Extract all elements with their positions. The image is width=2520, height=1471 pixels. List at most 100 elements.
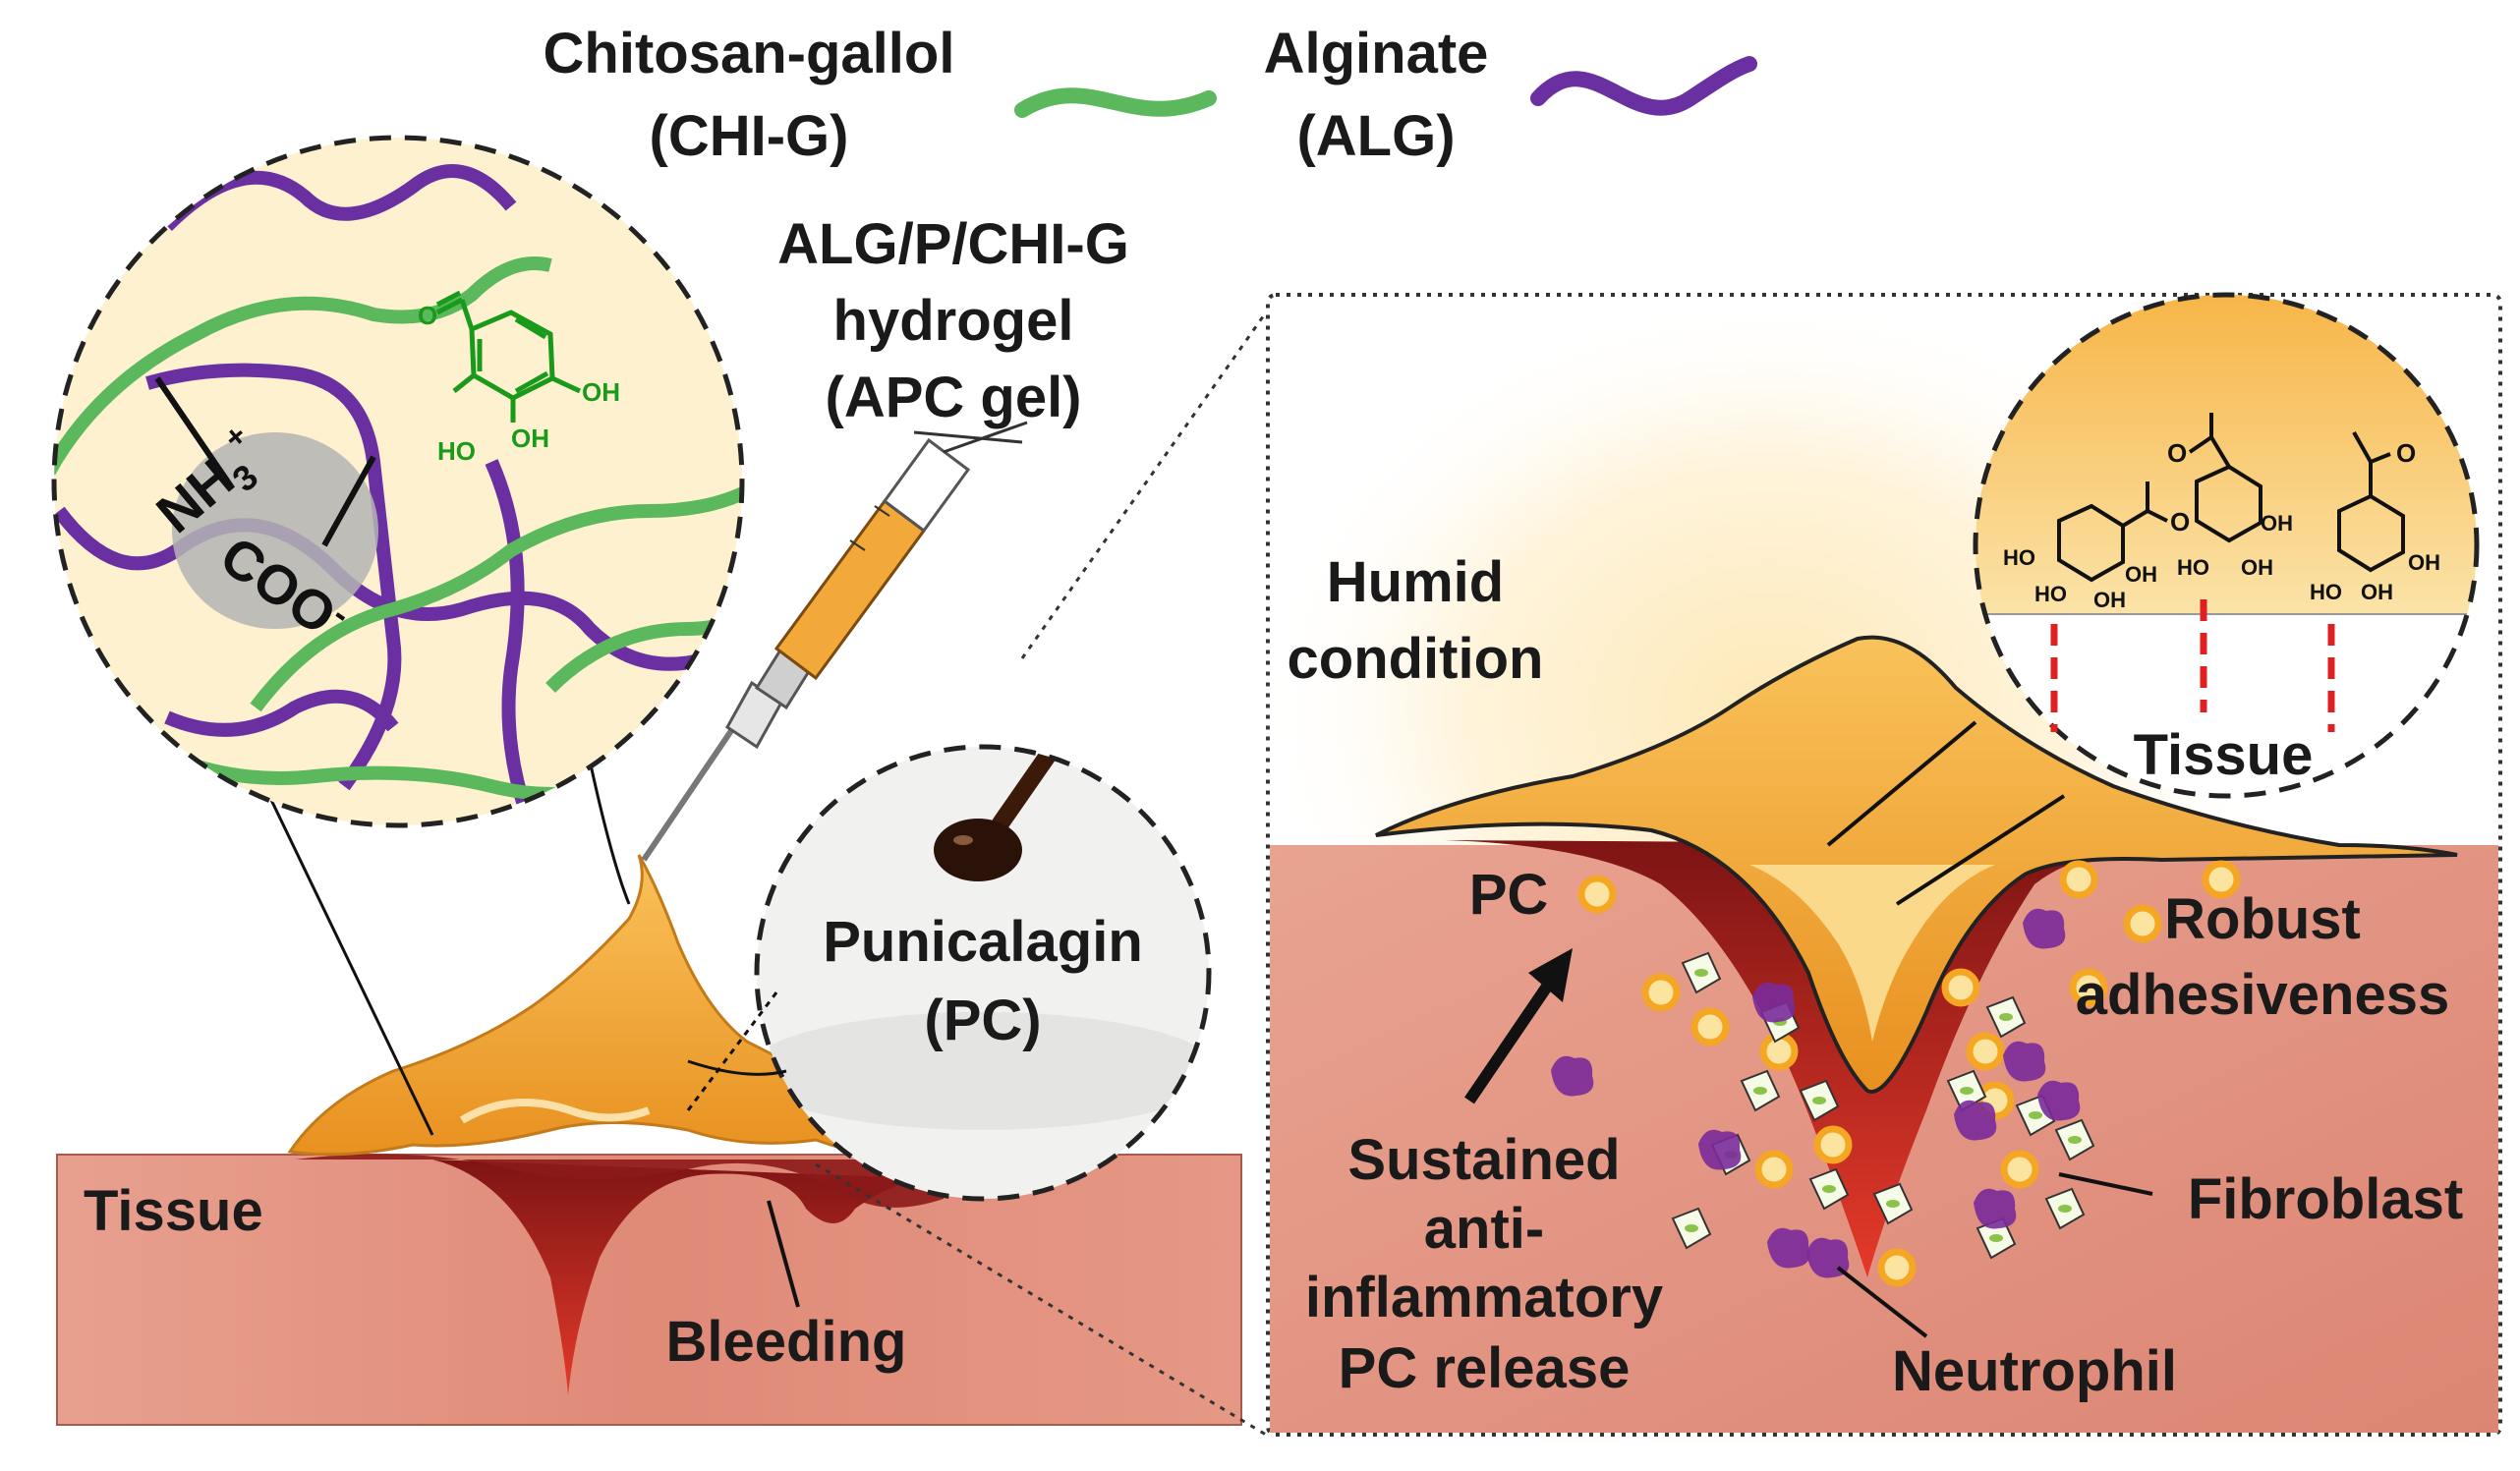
left-blood-spread [295, 1154, 944, 1208]
pc-particle [2000, 1150, 2039, 1189]
gallol-oh-right: OH [582, 377, 620, 407]
release-label-line4: PC release [1339, 1336, 1631, 1400]
pc-particle [1966, 1032, 2005, 1071]
gallol-ho-left: HO [437, 436, 476, 466]
punicalagin-inset: Punicalagin (PC) [754, 744, 1212, 1202]
pc-particle [1941, 968, 1980, 1007]
carboxylate-bond-line [321, 455, 376, 547]
syringe-needle [641, 706, 750, 862]
bleeding-label: Bleeding [666, 1310, 907, 1374]
alginate-legend-strand [1530, 56, 1757, 116]
release-arrow-head [1528, 948, 1573, 1002]
left-tissue-block [56, 1154, 1242, 1426]
pc-particle [1754, 1150, 1794, 1189]
neutrophil-cell [1767, 1227, 1810, 1269]
neutrophil-cell [1954, 1100, 1997, 1141]
adhesion-circle-border [1973, 292, 2480, 799]
right-wound [1445, 840, 2221, 1277]
pc-particle [1690, 1007, 1730, 1047]
release-arrow-shaft [1464, 974, 1558, 1104]
network-circle-bg [54, 138, 742, 825]
punicalagin-circle-border [754, 744, 1212, 1202]
fibroblast-nucleus [1886, 1200, 1900, 1208]
chitosan-strand-2 [250, 484, 742, 712]
robust-label-line1: Robust [2164, 887, 2361, 951]
hydrogel-label-line3: (APC gel) [826, 366, 1082, 429]
gel-zoom-line-left [244, 746, 434, 1136]
fibroblast-nucleus [1960, 1087, 1974, 1095]
inset-ho-3: HO [2310, 580, 2342, 604]
chitosan-label-line2: (CHI-G) [650, 104, 849, 168]
adhesion-pointer-2 [1895, 794, 2066, 906]
fibroblast-nucleus [2058, 1205, 2072, 1213]
fibroblast-nucleus [1694, 969, 1708, 977]
pc-particle [2059, 860, 2098, 899]
neutrophil-cell [2023, 908, 2066, 949]
gallol-structure [435, 290, 582, 423]
neutrophil-cell [1551, 1055, 1594, 1097]
alginate-label-line1: Alginate [1264, 22, 1489, 85]
fibroblast-nucleus [2068, 1136, 2082, 1144]
neutrophil-cell [1974, 1188, 2017, 1229]
syringe-barrel-rear [882, 437, 971, 534]
neutrophil-label: Neutrophil [1892, 1339, 2177, 1403]
neutrophil-cell [2037, 1080, 2081, 1121]
network-inset: NH3+ COO- O OH OH HO [51, 135, 745, 828]
pc-particle [1641, 973, 1681, 1012]
neutrophil-cell [2003, 1041, 2046, 1082]
fibroblast-nucleus [1989, 1234, 2003, 1242]
chitosan-strand-1 [54, 256, 552, 476]
amine-bond-line [154, 376, 234, 488]
photo-bench-shadow [757, 1012, 1209, 1130]
droplet-highlight [953, 835, 973, 845]
fibroblast-nucleus [1753, 1087, 1767, 1095]
hydrogel-label-line1: ALG/P/CHI-G [777, 212, 1129, 276]
inset-oh-3b: OH [2361, 580, 2393, 604]
ionic-interaction-zone [172, 432, 378, 629]
right-gel-layer [1375, 635, 2458, 1094]
adhesion-pointer-1 [1826, 720, 1977, 847]
pc-particle [2202, 860, 2241, 899]
inset-oh-2: OH [2261, 511, 2293, 536]
left-wound [432, 1160, 944, 1395]
inset-ho-1b: HO [2034, 582, 2067, 606]
gallol-oh-lower: OH [511, 424, 549, 453]
chitosan-legend-strand [1014, 87, 1217, 118]
alginate-strand-4 [485, 459, 538, 825]
pc-particle [1877, 1248, 1917, 1287]
inset-gallol-3 [2337, 431, 2405, 573]
pc-particle [1813, 1125, 1853, 1164]
inset-oh-1: OH [2125, 562, 2157, 587]
hydrogel-label-line2: hydrogel [833, 289, 1074, 353]
punicalagin-label-line1: Punicalagin [823, 910, 1143, 974]
syringe-plunger-rod [913, 430, 1023, 444]
inset-o-3: O [2396, 438, 2416, 468]
neutrophil-cell [1752, 982, 1796, 1023]
left-gel-highlight [459, 1099, 651, 1124]
zoom-guide-top [1020, 311, 1268, 659]
release-label-line1: Sustained [1347, 1128, 1620, 1192]
inset-ho-2: HO [2177, 555, 2209, 580]
photo-connector [687, 1059, 787, 1076]
inset-gallol-2 [2188, 413, 2262, 543]
right-panel: Humid condition O O [1258, 292, 2502, 1437]
inset-oh-1b: OH [2093, 588, 2126, 612]
photo-zoom-line [686, 991, 778, 1111]
pc-particle [2069, 968, 2108, 1007]
syringe-tick-2 [874, 505, 890, 517]
gallol-carbonyl-o: O [418, 301, 437, 330]
fibroblast-nucleus [2029, 1111, 2042, 1119]
fibroblast-nucleus [1812, 1097, 1826, 1104]
inset-gallol-1 [2057, 481, 2168, 583]
inset-o-1: O [2170, 507, 2190, 537]
inset-ho-1: HO [2003, 545, 2035, 570]
cell-layer [1551, 860, 2241, 1287]
syringe-tick-1 [849, 539, 866, 551]
neutrophil-cell [1698, 1129, 1742, 1170]
network-circle-border [51, 135, 745, 828]
alginate-label-line2: (ALG) [1296, 104, 1455, 168]
syringe-barrel [773, 498, 927, 681]
syringe-plunger [943, 421, 1028, 454]
